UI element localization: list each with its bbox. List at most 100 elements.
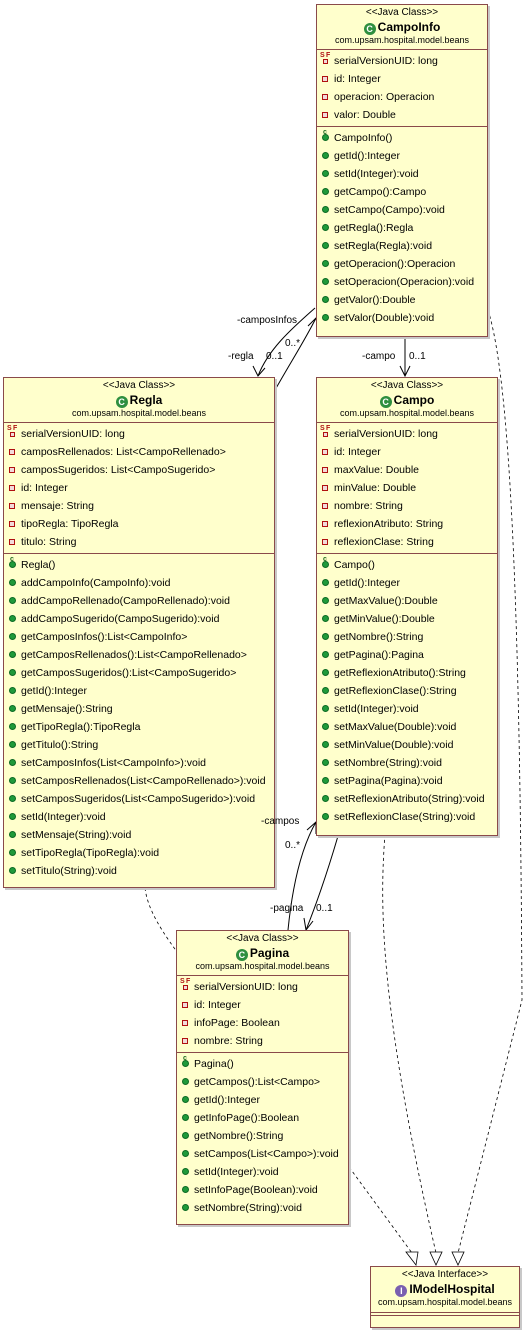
method-row[interactable]: setReflexionClase(String):void — [317, 808, 497, 826]
method-row[interactable]: getInfoPage():Boolean — [177, 1109, 348, 1127]
attribute-row[interactable]: tipoRegla: TipoRegla — [4, 515, 274, 533]
private-field-icon — [322, 467, 328, 473]
constructor-icon: c — [9, 556, 16, 568]
attribute-row[interactable]: maxValue: Double — [317, 461, 497, 479]
attribute-row[interactable]: camposRellenados: List<CampoRellenado> — [4, 443, 274, 461]
method-row[interactable]: setNombre(String):void — [177, 1199, 348, 1217]
method-row[interactable]: setId(Integer):void — [317, 700, 497, 718]
public-method-icon — [322, 741, 329, 748]
method-row[interactable]: getReflexionAtributo():String — [317, 664, 497, 682]
attribute-row[interactable]: nombre: String — [317, 497, 497, 515]
method-row[interactable]: setCamposRellenados(List<CampoRellenado>… — [4, 772, 274, 790]
method-row[interactable]: addCampoRellenado(CampoRellenado):void — [4, 592, 274, 610]
method-row[interactable]: getReflexionClase():String — [317, 682, 497, 700]
method-row[interactable]: getRegla():Regla — [317, 219, 487, 237]
method-row[interactable]: setOperacion(Operacion):void — [317, 273, 487, 291]
method-row[interactable]: setMinValue(Double):void — [317, 736, 497, 754]
attribute-row[interactable]: reflexionClase: String — [317, 533, 497, 551]
attribute-row[interactable]: id: Integer — [317, 443, 497, 461]
method-row[interactable]: setCampo(Campo):void — [317, 201, 487, 219]
public-method-icon — [9, 777, 16, 784]
method-row[interactable]: addCampoSugerido(CampoSugerido):void — [4, 610, 274, 628]
public-method-icon — [9, 741, 16, 748]
public-method-icon — [9, 615, 16, 622]
attribute-row[interactable]: minValue: Double — [317, 479, 497, 497]
method-row[interactable]: getNombre():String — [177, 1127, 348, 1145]
method-row[interactable]: setCamposInfos(List<CampoInfo>):void — [4, 754, 274, 772]
method-label: getId():Integer — [21, 685, 87, 697]
method-row[interactable]: getPagina():Pagina — [317, 646, 497, 664]
method-row[interactable]: getNombre():String — [317, 628, 497, 646]
method-row[interactable]: setRegla(Regla):void — [317, 237, 487, 255]
method-row[interactable]: getCampos():List<Campo> — [177, 1073, 348, 1091]
method-label: getMinValue():Double — [334, 613, 435, 625]
method-row[interactable]: getCamposSugeridos():List<CampoSugerido> — [4, 664, 274, 682]
method-row[interactable]: setInfoPage(Boolean):void — [177, 1181, 348, 1199]
method-row[interactable]: getId():Integer — [317, 147, 487, 165]
method-row[interactable]: getId():Integer — [317, 574, 497, 592]
attribute-row[interactable]: mensaje: String — [4, 497, 274, 515]
method-row[interactable]: getTipoRegla():TipoRegla — [4, 718, 274, 736]
attribute-row[interactable]: id: Integer — [177, 996, 348, 1014]
attribute-row[interactable]: infoPage: Boolean — [177, 1014, 348, 1032]
method-row[interactable]: setCamposSugeridos(List<CampoSugerido>):… — [4, 790, 274, 808]
attribute-label: reflexionClase: String — [334, 536, 434, 548]
method-row[interactable]: setId(Integer):void — [4, 808, 274, 826]
method-row[interactable]: getValor():Double — [317, 291, 487, 309]
attribute-row[interactable]: titulo: String — [4, 533, 274, 551]
method-row[interactable]: setId(Integer):void — [317, 165, 487, 183]
method-row[interactable]: setValor(Double):void — [317, 309, 487, 327]
method-row[interactable]: getMaxValue():Double — [317, 592, 497, 610]
method-row[interactable]: getId():Integer — [177, 1091, 348, 1109]
method-row[interactable]: getId():Integer — [4, 682, 274, 700]
attribute-row[interactable]: camposSugeridos: List<CampoSugerido> — [4, 461, 274, 479]
method-row[interactable]: setPagina(Pagina):void — [317, 772, 497, 790]
attribute-row[interactable]: valor: Double — [317, 106, 487, 124]
attribute-row[interactable]: reflexionAtributo: String — [317, 515, 497, 533]
method-row[interactable]: setId(Integer):void — [177, 1163, 348, 1181]
method-row[interactable]: getCamposRellenados():List<CampoRellenad… — [4, 646, 274, 664]
attribute-row[interactable]: operacion: Operacion — [317, 88, 487, 106]
method-label: setValor(Double):void — [334, 312, 435, 324]
method-row[interactable]: setMaxValue(Double):void — [317, 718, 497, 736]
method-row[interactable]: getTitulo():String — [4, 736, 274, 754]
method-row[interactable]: getMensaje():String — [4, 700, 274, 718]
public-method-icon — [182, 1114, 189, 1121]
method-row[interactable]: setReflexionAtributo(String):void — [317, 790, 497, 808]
method-row[interactable]: setNombre(String):void — [317, 754, 497, 772]
method-label: getNombre():String — [334, 631, 424, 643]
method-row[interactable]: getMinValue():Double — [317, 610, 497, 628]
method-label: setInfoPage(Boolean):void — [194, 1184, 318, 1196]
attribute-label: maxValue: Double — [334, 464, 420, 476]
public-method-icon — [9, 687, 16, 694]
method-row[interactable]: getOperacion():Operacion — [317, 255, 487, 273]
attribute-row[interactable]: nombre: String — [177, 1032, 348, 1050]
attribute-row[interactable]: id: Integer — [4, 479, 274, 497]
public-method-icon — [322, 224, 329, 231]
method-row[interactable]: addCampoInfo(CampoInfo):void — [4, 574, 274, 592]
attribute-row[interactable]: id: Integer — [317, 70, 487, 88]
method-row[interactable]: setTitulo(String):void — [4, 862, 274, 880]
method-row[interactable]: setTipoRegla(TipoRegla):void — [4, 844, 274, 862]
realization-campo — [382, 833, 437, 1254]
method-row[interactable]: setCampos(List<Campo>):void — [177, 1145, 348, 1163]
method-row[interactable]: setMensaje(String):void — [4, 826, 274, 844]
method-row[interactable]: getCamposInfos():List<CampoInfo> — [4, 628, 274, 646]
method-row[interactable]: getCampo():Campo — [317, 183, 487, 201]
method-label: CampoInfo() — [334, 132, 393, 144]
